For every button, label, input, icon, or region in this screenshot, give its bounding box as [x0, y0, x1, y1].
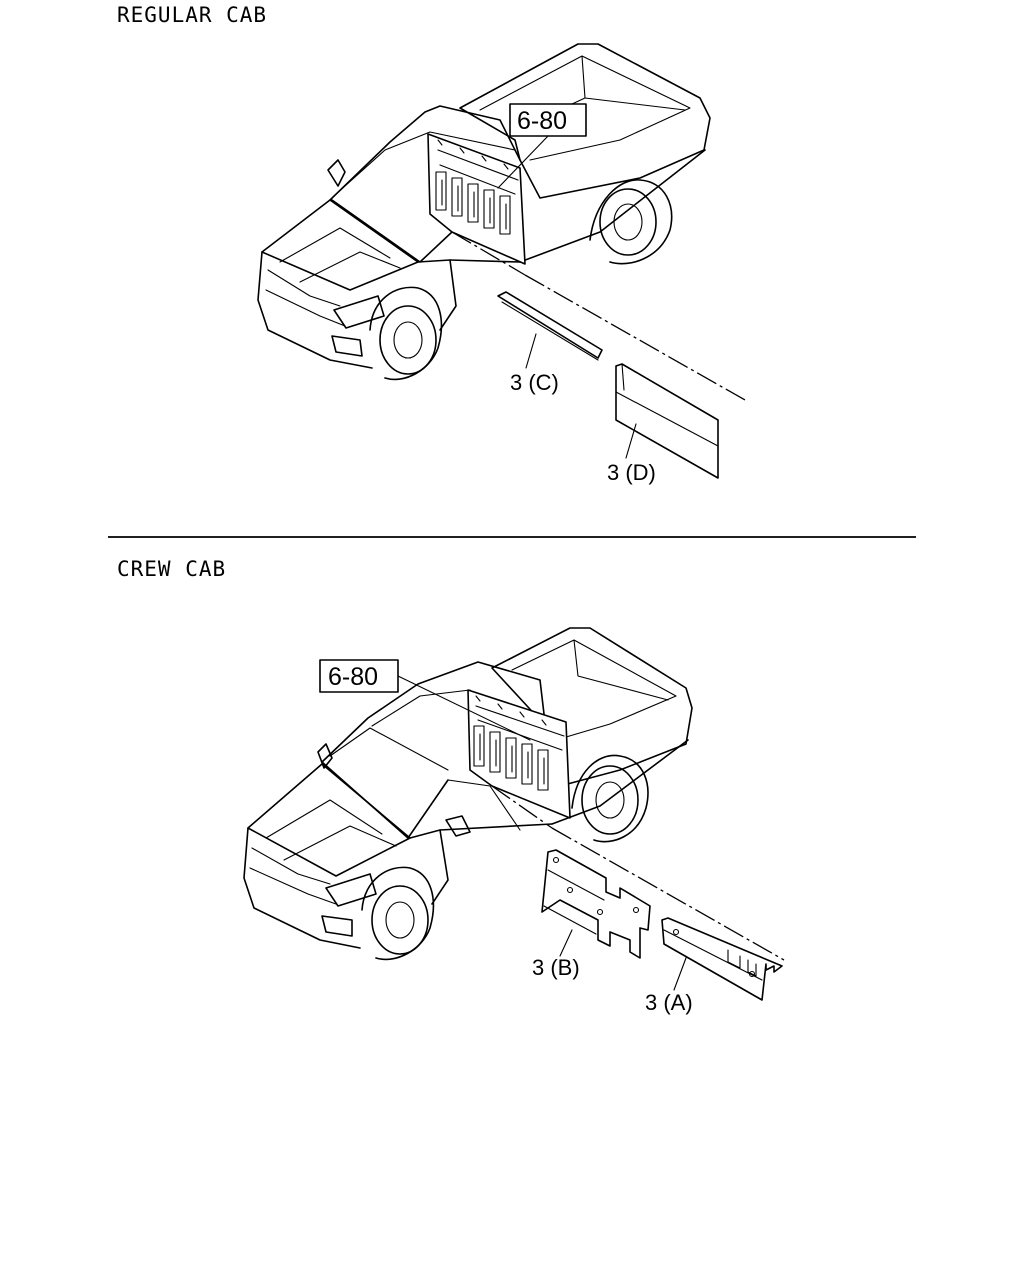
part-3a: [661, 917, 783, 1001]
crew-cab-title: CREW CAB: [117, 557, 226, 581]
part-3a-label: 3 (A): [645, 990, 693, 1015]
part-3b-label: 3 (B): [532, 955, 580, 980]
regular-ref-box-label: 6-80: [517, 107, 567, 135]
part-3b: [541, 849, 651, 959]
regular-cab-truck: [257, 43, 711, 381]
part-3d: [615, 363, 719, 479]
crew-ref-box-label: 6-80: [328, 663, 378, 691]
regular-ref-box: [509, 103, 587, 137]
crew-ref-box: [319, 659, 399, 693]
part-3c-label: 3 (C): [510, 370, 559, 395]
regular-cab-title: REGULAR CAB: [117, 3, 267, 27]
part-3d-label: 3 (D): [607, 460, 656, 485]
part-3c: [497, 291, 603, 369]
